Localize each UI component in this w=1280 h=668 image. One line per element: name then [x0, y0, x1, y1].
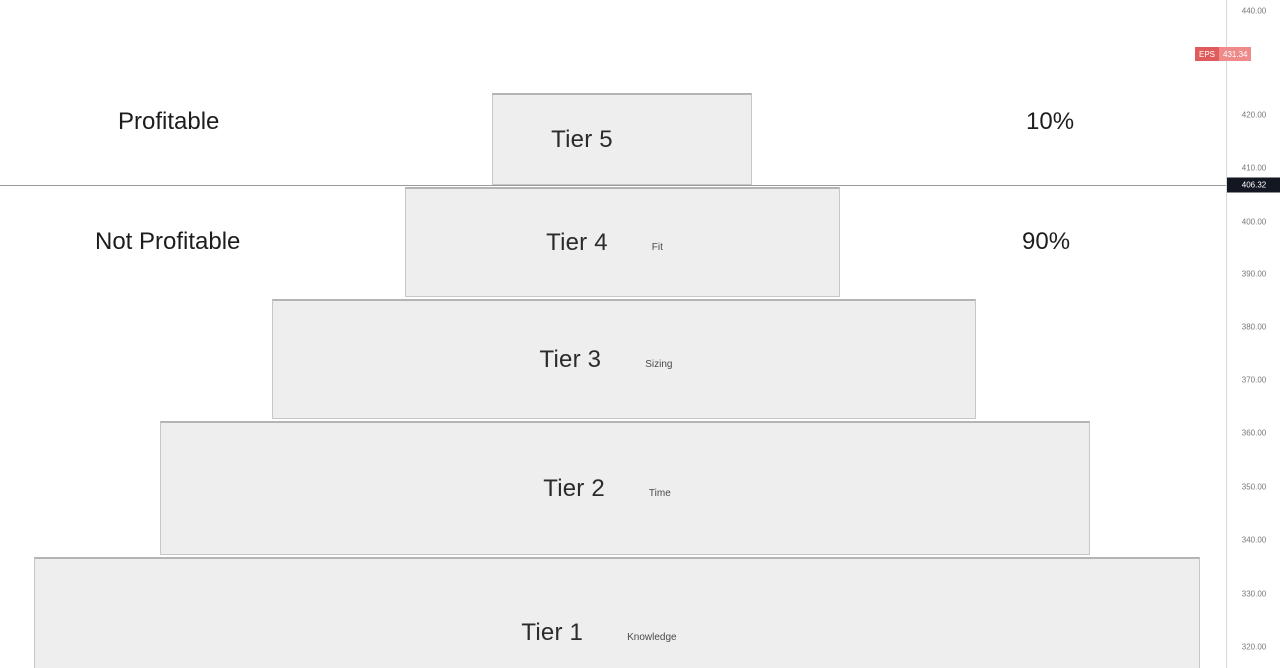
- tier-4-sublabel: Fit: [651, 241, 663, 253]
- axis-tick: 420.00: [1241, 110, 1267, 120]
- tier-1-content: Tier 1 Knowledge: [521, 619, 676, 647]
- annotation-not-profitable: Not Profitable: [95, 228, 241, 255]
- profitability-divider-line: [0, 185, 1226, 186]
- pyramid-tier-4[interactable]: Tier 4 Fit: [405, 187, 840, 297]
- tier-2-content: Tier 2 Time: [543, 475, 671, 503]
- annotation-percent-not-profitable: 90%: [1022, 228, 1071, 255]
- tier-3-sublabel: Sizing: [645, 358, 673, 370]
- axis-tick: 370.00: [1241, 375, 1267, 385]
- pyramid-chart-pane[interactable]: Tier 5 Tier 4 Fit Tier 3 Sizing Tier 2 T…: [0, 0, 1226, 668]
- eps-badge-value: 431.34: [1219, 47, 1252, 61]
- tier-2-sublabel: Time: [648, 487, 671, 499]
- axis-tick: 380.00: [1241, 322, 1267, 332]
- tier-1-sublabel: Knowledge: [627, 631, 677, 643]
- axis-tick: 410.00: [1241, 163, 1267, 173]
- axis-tick: 320.00: [1241, 642, 1267, 652]
- axis-tick: 400.00: [1241, 217, 1267, 227]
- axis-tick: 330.00: [1241, 589, 1267, 599]
- axis-tick: 340.00: [1241, 535, 1267, 545]
- tier-2-label: Tier 2: [543, 474, 605, 502]
- annotation-percent-profitable: 10%: [1026, 108, 1075, 135]
- tier-3-content: Tier 3 Sizing: [540, 346, 673, 374]
- axis-tick: 390.00: [1241, 269, 1267, 279]
- axis-tick: 350.00: [1241, 482, 1267, 492]
- pyramid-tier-5[interactable]: Tier 5: [492, 93, 752, 185]
- tier-4-content: Tier 4 Fit: [546, 229, 663, 257]
- eps-badge-key: EPS: [1195, 47, 1220, 61]
- annotation-profitable: Profitable: [118, 108, 220, 135]
- eps-marker-badge[interactable]: EPS 431.34: [1195, 47, 1252, 61]
- tier-5-content: Tier 5: [551, 126, 657, 154]
- current-price-tag[interactable]: 406.32: [1227, 177, 1280, 193]
- price-axis[interactable]: 440.00 420.00 410.00 400.00 390.00 380.0…: [1195, 0, 1280, 668]
- tier-4-label: Tier 4: [546, 228, 608, 256]
- pyramid-tier-3[interactable]: Tier 3 Sizing: [272, 299, 976, 419]
- tier-5-label: Tier 5: [551, 125, 613, 153]
- tier-1-label: Tier 1: [521, 618, 584, 646]
- tier-3-label: Tier 3: [539, 345, 602, 373]
- pyramid-tier-2[interactable]: Tier 2 Time: [160, 421, 1090, 555]
- axis-tick: 360.00: [1241, 428, 1267, 438]
- pyramid-tier-1[interactable]: Tier 1 Knowledge: [34, 557, 1200, 668]
- axis-tick: 440.00: [1241, 6, 1267, 16]
